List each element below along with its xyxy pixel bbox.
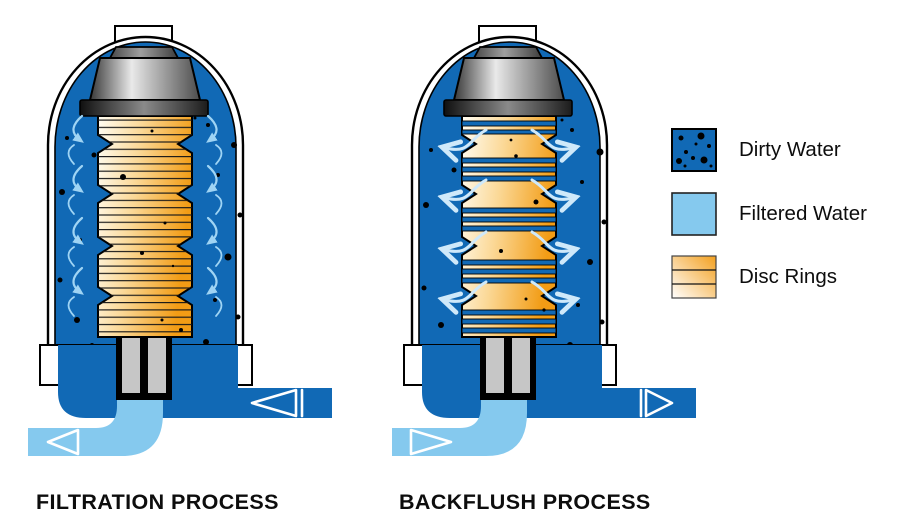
pressure-cap — [443, 46, 573, 117]
legend-item-filtered-water: Filtered Water — [671, 192, 867, 236]
pipe-flow-arrows — [46, 388, 304, 456]
filtration-caption: FILTRATION PROCESS — [36, 490, 279, 514]
trapped-particles — [120, 129, 183, 332]
loosened-particles — [499, 138, 546, 312]
legend-item-disc-rings: Disc Rings — [671, 255, 837, 299]
center-stem — [116, 332, 172, 400]
disc-stack-compressed — [97, 115, 193, 338]
disc-stack-separated — [461, 115, 557, 338]
dirty-inlet-arrow-icon — [250, 388, 298, 418]
legend-label-disc-rings: Disc Rings — [739, 265, 837, 288]
dirty-water-swatch-icon — [671, 128, 717, 172]
backflush-caption: BACKFLUSH PROCESS — [399, 490, 651, 514]
filtered-water-swatch-icon — [671, 192, 717, 236]
filtered-water-pipe — [392, 394, 527, 456]
legend-label-dirty-water: Dirty Water — [739, 138, 841, 161]
filtered-inlet-arrow-icon — [409, 428, 453, 456]
pipe-flow-arrows — [409, 388, 674, 456]
dirty-water-channel — [58, 345, 332, 418]
filtration-diagram — [28, 25, 332, 456]
dirty-outlet-arrow-icon — [644, 388, 674, 418]
backflush-diagram — [392, 25, 696, 456]
legend-item-dirty-water: Dirty Water — [671, 128, 841, 172]
inward-flow-arrows — [67, 114, 223, 317]
disc-rings-swatch-icon — [671, 255, 717, 299]
filtered-outlet-arrow-icon — [46, 428, 80, 456]
dirty-water-channel — [422, 345, 696, 418]
outward-flow-arrows — [446, 128, 572, 301]
filtered-water-pipe — [28, 394, 163, 456]
legend-label-filtered-water: Filtered Water — [739, 202, 867, 225]
center-stem — [480, 332, 536, 400]
pressure-cap — [79, 46, 209, 117]
